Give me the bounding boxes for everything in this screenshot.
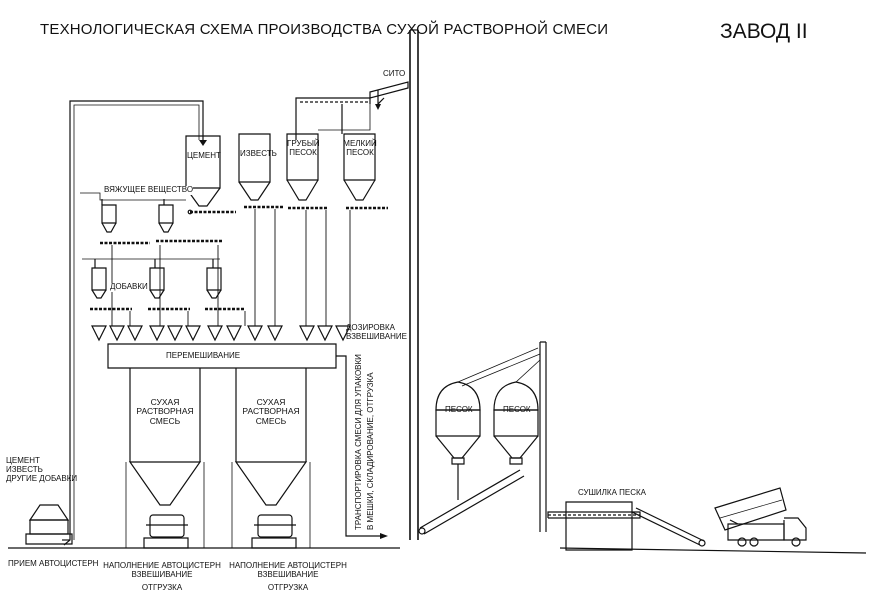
- sieve-label: СИТО: [383, 69, 406, 78]
- ground-line-right: [560, 548, 866, 553]
- sand-silo-1-label: ПЕСОК: [445, 405, 473, 414]
- main-bucket-elevator: [410, 30, 418, 540]
- reception-label: ПРИЕМ АВТОЦИСТЕРН: [8, 559, 99, 568]
- sand-dryer-label: СУШИЛКА ПЕСКА: [578, 488, 647, 497]
- silo-cement: [186, 136, 236, 214]
- binder-line: [80, 193, 222, 259]
- dosing-label: ДОЗИРОВКА ВЗВЕШИВАНИЕ: [346, 323, 407, 341]
- dry-mix-label-1: СУХАЯ РАСТВОРНАЯ СМЕСЬ: [136, 397, 194, 426]
- coarse-sand-label: ГРУБЫЙ ПЕСОК: [287, 139, 320, 157]
- silo-lime: [239, 134, 284, 207]
- additives-line: [90, 259, 245, 309]
- diagram-title: ТЕХНОЛОГИЧЕСКАЯ СХЕМА ПРОИЗВОДСТВА СУХОЙ…: [40, 21, 609, 38]
- input-materials-label: ЦЕМЕНТ ИЗВЕСТЬ ДРУГИЕ ДОБАВКИ: [6, 456, 78, 483]
- transport-line: [336, 356, 388, 539]
- silo-coarse-sand: [287, 134, 328, 208]
- dry-mix-silo-2: [232, 368, 310, 548]
- mixing-label: ПЕРЕМЕШИВАНИЕ: [166, 351, 241, 360]
- sand-silo-1: [436, 382, 480, 500]
- transport-label-1: ТРАНСПОРТИРОВКА СМЕСИ ДЛЯ УПАКОВКИ: [354, 354, 363, 530]
- dosing-hoppers: [92, 326, 350, 340]
- dump-truck: [715, 488, 806, 546]
- filling-label-1: НАПОЛНЕНИЕ АВТОЦИСТЕРН ВЗВЕШИВАНИЕ ОТГРУ…: [103, 561, 221, 592]
- transport-label-2: В МЕШКИ, СКЛАДИРОВАНИЕ, ОТГРУЗКА: [366, 372, 375, 530]
- lime-label: ИЗВЕСТЬ: [240, 149, 277, 158]
- additives-label: ДОБАВКИ: [110, 282, 148, 292]
- filling-label-2: НАПОЛНЕНИЕ АВТОЦИСТЕРН ВЗВЕШИВАНИЕ ОТГРУ…: [229, 561, 347, 592]
- sand-silo-2-label: ПЕСОК: [503, 405, 531, 414]
- dry-mix-silo-1: [126, 368, 204, 548]
- sand-silo-2: [494, 382, 538, 464]
- feed-lines: [112, 209, 350, 326]
- cement-label: ЦЕМЕНТ: [187, 151, 221, 160]
- reception-unit: [26, 505, 72, 544]
- binder-label: ВЯЖУЩЕЕ ВЕЩЕСТВО: [104, 185, 194, 195]
- pneumatic-feed-line: [64, 101, 207, 545]
- dry-mix-label-2: СУХАЯ РАСТВОРНАЯ СМЕСЬ: [242, 397, 300, 426]
- fine-sand-label: МЕЛКИЙ ПЕСОК: [343, 139, 377, 157]
- silo-fine-sand: [344, 134, 388, 208]
- sieve-unit: [296, 82, 408, 140]
- sand-elevator: [419, 342, 546, 534]
- sand-dryer: [548, 502, 705, 550]
- plant-label: ЗАВОД II: [720, 20, 808, 43]
